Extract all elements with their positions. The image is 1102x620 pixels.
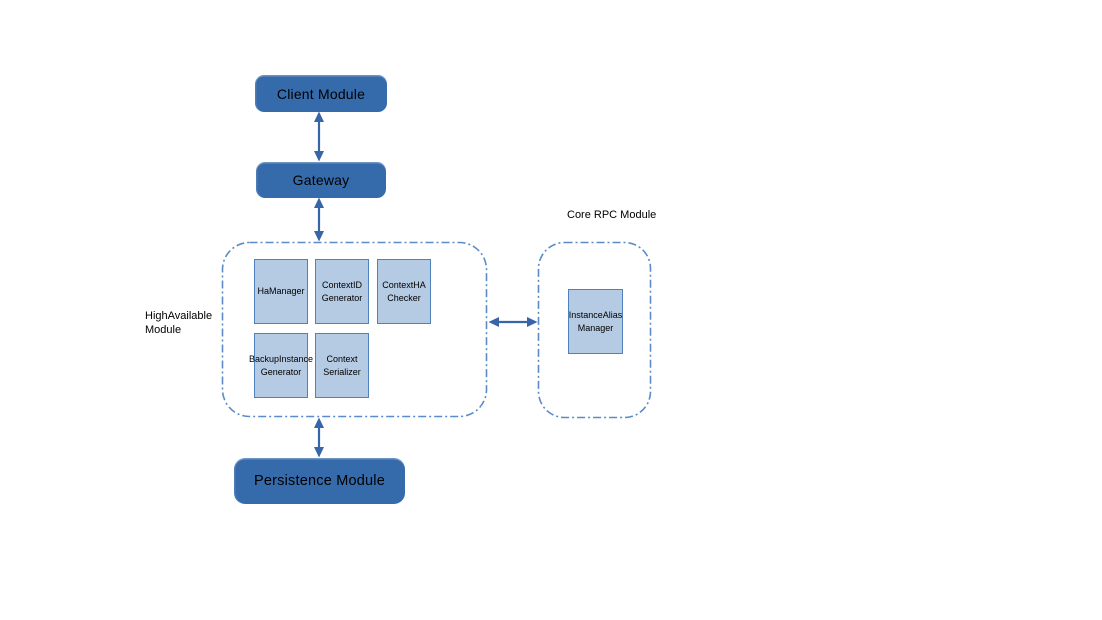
contextha-checker-node: ContextHA Checker <box>377 259 431 324</box>
client-module-node: Client Module <box>255 75 387 112</box>
arrow-client-to-gateway <box>314 111 324 162</box>
contextid-generator-node: ContextID Generator <box>315 259 369 324</box>
backupinstance-generator-node: BackupInstance Generator <box>249 333 313 398</box>
context-serializer-node: Context Serializer <box>315 333 369 398</box>
high-available-module-label: HighAvailable Module <box>145 310 213 336</box>
arrow-highavailable-to-persistence <box>314 417 324 458</box>
arrow-gateway-to-highavailable <box>314 197 324 242</box>
instancealias-manager-node: InstanceAlias Manager <box>568 289 623 354</box>
high-available-module-container <box>221 241 488 418</box>
gateway-node: Gateway <box>256 162 386 198</box>
arrow-highavailable-to-corerpc <box>488 317 538 327</box>
core-rpc-module-label: Core RPC Module <box>567 209 657 221</box>
core-rpc-module-container <box>537 241 652 419</box>
persistence-module-node: Persistence Module <box>234 458 405 504</box>
ha-manager-node: HaManager <box>254 259 308 324</box>
